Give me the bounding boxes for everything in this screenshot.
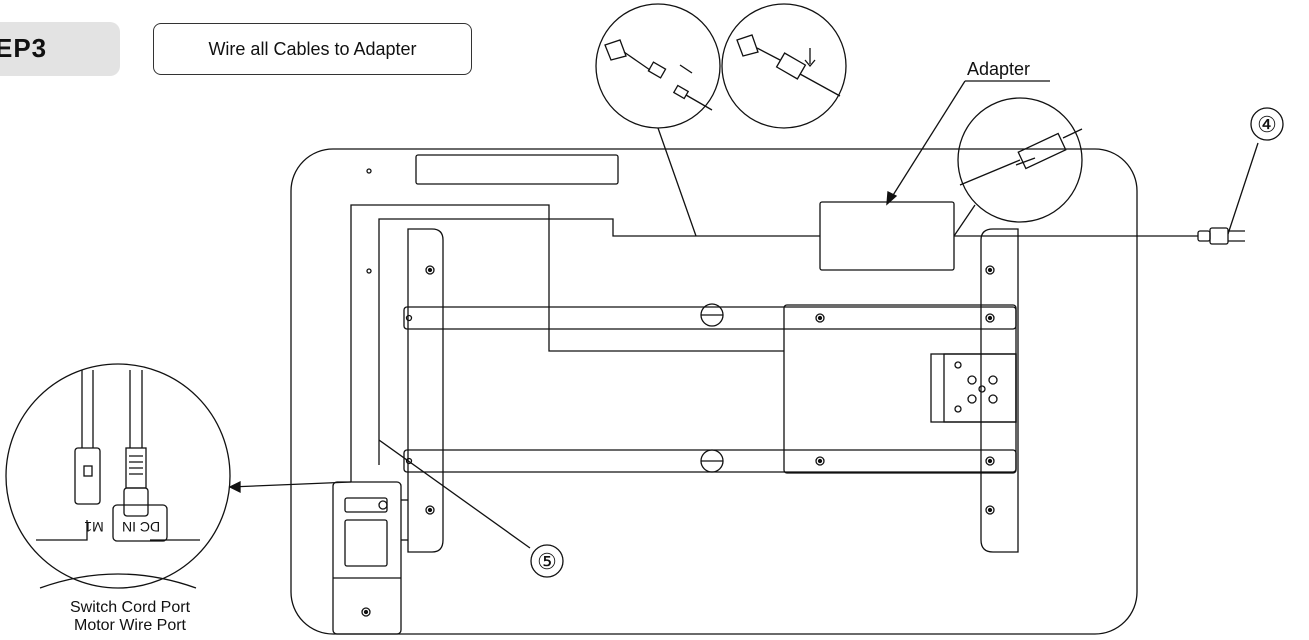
callout-5-circle [530, 544, 564, 578]
adapter-label: Adapter [967, 59, 1031, 79]
port-dc-in-text: DC IN [122, 519, 160, 535]
adapter-leader [889, 80, 966, 201]
caption-line-2: Motor Wire Port [73, 617, 186, 634]
callout-4-circle [1250, 107, 1284, 141]
desktop-hole [366, 168, 372, 174]
desktop-hole [366, 268, 372, 274]
port-detail-arrow [229, 481, 352, 488]
adapter-detail-circle [957, 97, 1083, 223]
leg-bolt [985, 265, 995, 275]
power-plug [1197, 227, 1245, 245]
leg-bolt [425, 505, 435, 515]
instruction-title-box: Wire all Cables to Adapter [153, 23, 472, 75]
left-leg-bracket [407, 228, 444, 553]
port-m1-text: M1 [84, 519, 104, 535]
port-detail-circle [5, 363, 231, 589]
dc-cable [378, 218, 820, 465]
leg-bolt [425, 265, 435, 275]
desktop-outline [290, 148, 1138, 635]
callout-4-text: ④ [1257, 112, 1277, 137]
connector-detail-2-content [736, 34, 841, 97]
control-box [332, 481, 402, 635]
callout-5-leader [378, 439, 531, 549]
instruction-title: Wire all Cables to Adapter [208, 38, 417, 59]
connector-detail-circle-1 [595, 3, 721, 129]
step-label: EP3 [0, 33, 48, 63]
motor-cable [350, 204, 784, 482]
callout-5-text: ⑤ [537, 549, 557, 574]
adapter-detail-content [959, 128, 1083, 186]
port-caption: Switch Cord Port Motor Wire Port [20, 599, 240, 635]
leg-bolt [985, 505, 995, 515]
adapter-box [819, 201, 955, 271]
connector-detail-circle-2 [721, 3, 847, 129]
caption-line-1: Switch Cord Port [69, 599, 191, 616]
port-detail-content [36, 370, 200, 589]
connector-detail-1-content [604, 39, 713, 111]
desktop-slot [415, 154, 619, 185]
callout-4-leader [1227, 142, 1259, 235]
right-leg-bracket [980, 228, 1019, 553]
step-tab: EP3 [0, 22, 120, 76]
